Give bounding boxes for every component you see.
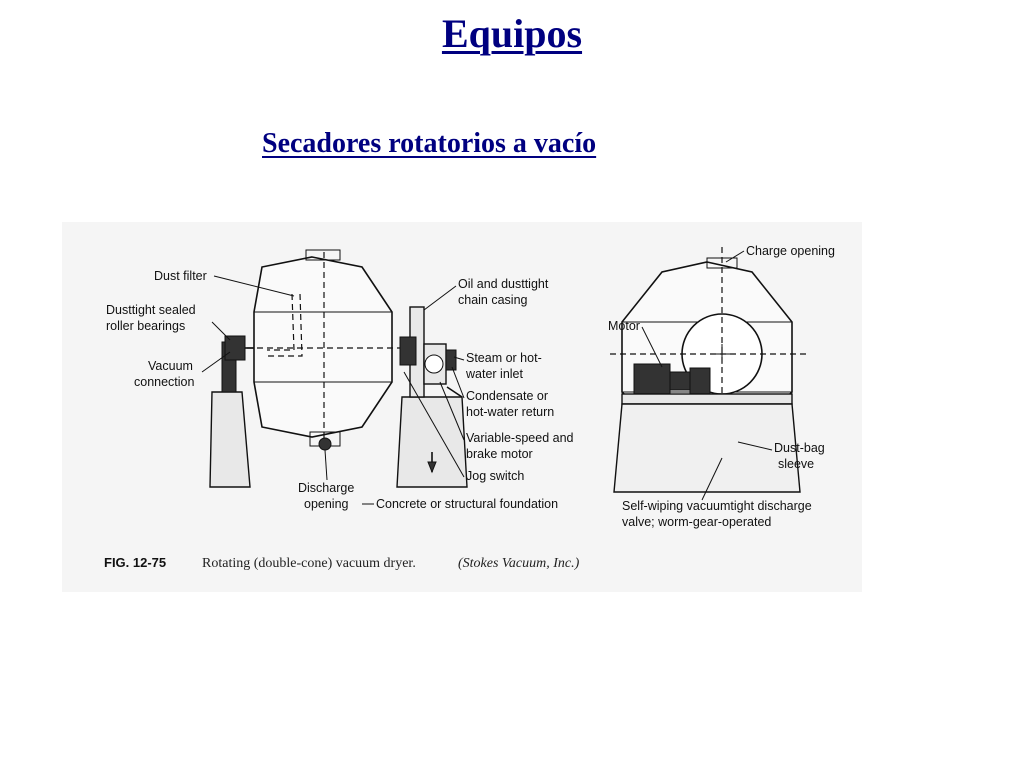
double-cone-dryer-drawing: Dust filter Dusttight sealed roller bear… (104, 244, 835, 571)
right-pedestal (396, 306, 468, 488)
label-charge-opening: Charge opening (746, 244, 835, 258)
label-condensate-2: hot-water return (466, 405, 554, 419)
label-dustbag-2: sleeve (778, 457, 814, 471)
label-discharge-2: opening (304, 497, 349, 511)
label-dustbag-1: Dust-bag (774, 441, 825, 455)
label-motor-1: Variable-speed and (466, 431, 574, 445)
label-jog-switch: Jog switch (466, 469, 524, 483)
label-chain-1: Oil and dusttight (458, 277, 549, 291)
caption-source: (Stokes Vacuum, Inc.) (458, 556, 580, 571)
label-motor-2: brake motor (466, 447, 533, 461)
label-vacuum-2: connection (134, 375, 195, 389)
slide-subtitle: Secadores rotatorios a vacío (262, 128, 597, 159)
label-foundation: Concrete or structural foundation (376, 497, 558, 511)
double-cone-vessel (247, 249, 407, 451)
label-valve-2: valve; worm-gear-operated (622, 515, 771, 529)
slide-title: Equipos (0, 10, 1024, 57)
label-motor: Motor (608, 319, 640, 333)
left-pedestal (209, 341, 251, 488)
label-steam-2: water inlet (465, 367, 523, 381)
label-bearings-1: Dusttight sealed (106, 303, 196, 317)
label-vacuum-1: Vacuum (148, 359, 193, 373)
caption-number: FIG. 12-75 (104, 555, 166, 570)
label-steam-1: Steam or hot- (466, 351, 542, 365)
end-view-base (613, 393, 801, 493)
label-discharge-1: Discharge (298, 481, 354, 495)
slide-title-text: Equipos (441, 11, 583, 56)
label-condensate-1: Condensate or (466, 389, 548, 403)
label-dust-filter: Dust filter (154, 269, 207, 283)
dryer-figure: Dust filter Dusttight sealed roller bear… (62, 222, 862, 592)
label-chain-2: chain casing (458, 293, 528, 307)
end-view-motor (633, 363, 711, 395)
label-valve-1: Self-wiping vacuumtight discharge (622, 499, 812, 513)
label-bearings-2: roller bearings (106, 319, 185, 333)
caption-text: Rotating (double-cone) vacuum dryer. (202, 556, 416, 571)
